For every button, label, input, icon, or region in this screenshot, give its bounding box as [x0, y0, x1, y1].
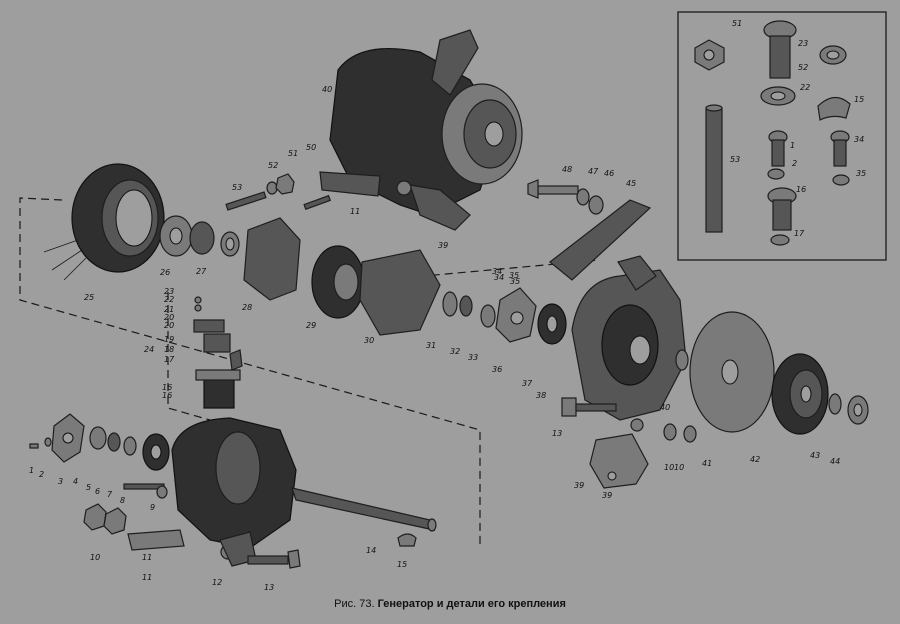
callout-12: 12 — [212, 578, 222, 587]
callout-22: 22 — [164, 295, 174, 304]
callout-31: 31 — [426, 341, 436, 350]
callout-26: 26 — [160, 268, 170, 277]
callout-23: 23 — [164, 287, 174, 296]
inset-callout-35: 35 — [856, 169, 866, 178]
callout-34: 34 — [492, 267, 502, 276]
callout-10-pair: 10 — [674, 463, 684, 472]
callout-19: 19 — [164, 335, 174, 344]
callout-30: 30 — [364, 336, 374, 345]
callout-labels: 1 2 3 4 5 6 7 8 9 10 11 12 13 14 15 10 1… — [29, 19, 866, 592]
callout-13-right: 13 — [552, 429, 562, 438]
callout-45: 45 — [626, 179, 636, 188]
assembled-generator — [319, 29, 523, 231]
callout-24: 24 — [144, 345, 154, 354]
callout-38: 38 — [536, 391, 546, 400]
figure-number: Рис. 73. — [334, 598, 375, 610]
callout-16: 16 — [162, 383, 172, 392]
callout-43: 43 — [810, 451, 820, 460]
callout-29: 29 — [306, 321, 316, 330]
callout-6: 6 — [95, 487, 100, 496]
callout-10: 10 — [90, 553, 100, 562]
callout-11: 11 — [142, 573, 152, 582]
front-bearing-parts — [442, 287, 567, 345]
callout-32: 32 — [450, 347, 460, 356]
inset-callout-1: 1 — [790, 141, 795, 150]
callout-17: 17 — [164, 355, 175, 364]
callout-14: 14 — [366, 546, 376, 555]
brush-holder — [193, 296, 243, 409]
callout-16-lower: 16 — [162, 391, 172, 400]
callout-10-right: 10 — [664, 463, 674, 472]
callout-13: 13 — [264, 583, 274, 592]
callout-39: 39 — [574, 481, 584, 490]
figure-title: Генератор и детали его крепления — [377, 598, 566, 610]
inset-callout-17: 17 — [794, 229, 805, 238]
callout-15: 15 — [397, 560, 407, 569]
callout-7: 7 — [107, 490, 113, 499]
callout-34-mid: 34 — [494, 273, 504, 282]
inset-callout-34: 34 — [854, 135, 864, 144]
mounting-bracket — [589, 433, 649, 489]
callout-36: 36 — [492, 365, 502, 374]
inset-callout-22: 22 — [800, 83, 810, 92]
callout-20: 20 — [164, 313, 174, 322]
callout-4: 4 — [73, 477, 78, 486]
callout-37: 37 — [522, 379, 533, 388]
callout-52: 52 — [268, 161, 278, 170]
rotor-shaft — [291, 487, 437, 547]
figure-caption: Рис. 73. Генератор и детали его креплени… — [0, 598, 900, 610]
inset-callout-51: 51 — [732, 19, 742, 28]
inset-callout-2: 2 — [792, 159, 797, 168]
callout-5: 5 — [86, 483, 91, 492]
rear-bearing — [159, 215, 240, 257]
callout-53: 53 — [232, 183, 242, 192]
callout-48: 48 — [562, 165, 572, 174]
fasteners-inset — [677, 11, 887, 261]
inset-callout-53: 53 — [730, 155, 740, 164]
slip-ring-end-cover — [171, 417, 297, 567]
inset-callout-15: 15 — [854, 95, 864, 104]
stator — [43, 163, 165, 281]
callout-11-lower: 11 — [142, 553, 152, 562]
callout-50: 50 — [306, 143, 316, 152]
callout-40: 40 — [660, 403, 670, 412]
callout-40-top: 40 — [322, 85, 332, 94]
inset-callout-23: 23 — [798, 39, 808, 48]
inset-callout-16: 16 — [796, 185, 806, 194]
callout-51: 51 — [288, 149, 298, 158]
callout-39-lower: 39 — [602, 491, 612, 500]
callout-35: 35 — [509, 271, 519, 280]
callout-9: 9 — [150, 503, 155, 512]
callout-41: 41 — [702, 459, 712, 468]
callout-21: 21 — [164, 305, 174, 314]
callout-46: 46 — [604, 169, 614, 178]
callout-47: 47 — [588, 167, 599, 176]
bolt-right — [561, 397, 697, 443]
callout-2: 2 — [39, 470, 44, 479]
callout-28: 28 — [242, 303, 252, 312]
inset-callout-52: 52 — [798, 63, 808, 72]
fan-and-pulley — [675, 311, 869, 435]
callout-1: 1 — [29, 466, 34, 475]
callout-3: 3 — [58, 477, 63, 486]
callout-27: 27 — [196, 267, 207, 276]
callout-35-mid: 35 — [510, 277, 520, 286]
callout-8: 8 — [120, 496, 125, 505]
callout-18: 18 — [164, 345, 174, 354]
callout-39-top: 39 — [438, 241, 448, 250]
adjusting-bar — [527, 179, 652, 281]
callout-25: 25 — [84, 293, 94, 302]
rear-bearing-cover-parts — [29, 413, 185, 551]
callout-33: 33 — [468, 353, 478, 362]
callout-20-mid: 20 — [164, 321, 174, 330]
bolt-lower — [247, 549, 301, 569]
rotor-assembly — [243, 217, 441, 336]
upper-fasteners — [225, 173, 332, 211]
callout-44: 44 — [830, 457, 840, 466]
callout-11-top: 11 — [350, 207, 360, 216]
callout-42: 42 — [750, 455, 760, 464]
drive-end-cover — [571, 255, 687, 432]
